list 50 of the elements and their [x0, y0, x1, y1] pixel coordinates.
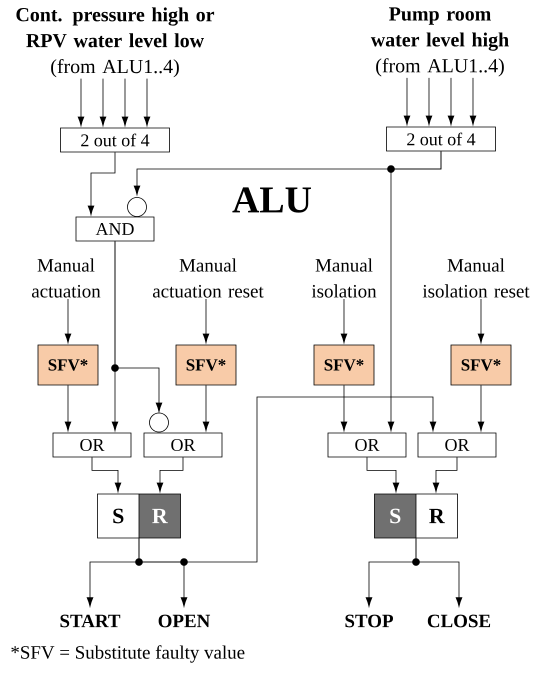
arrow: [114, 241, 162, 412]
manual-input-label: Manual isolation reset: [422, 258, 530, 298]
manual-input-label: Manual isolation: [312, 258, 376, 298]
arrow: [144, 78, 150, 126]
arrow: [340, 385, 348, 432]
output-label: CLOSE: [428, 614, 490, 628]
arrow: [478, 298, 484, 344]
output-label: START: [60, 614, 120, 628]
logic-gate-box: 2 out of 4: [386, 126, 496, 152]
arrow: [202, 298, 210, 344]
logic-gate-box: OR: [418, 432, 496, 458]
arrow: [470, 78, 476, 126]
arrow: [388, 151, 442, 432]
arrow: [100, 78, 106, 126]
arrow: [416, 538, 462, 607]
arrow: [92, 457, 122, 492]
sfv-box: SFV*: [450, 344, 512, 386]
latch-box: S R: [374, 494, 458, 538]
manual-input-label: Manual actuation reset: [152, 258, 264, 298]
logic-gate-box: AND: [76, 216, 154, 242]
latch-box: S R: [97, 494, 181, 538]
logic-gate-box: OR: [144, 432, 222, 458]
arrow: [122, 78, 128, 126]
diagram-title: ALU: [232, 187, 311, 213]
arrow: [426, 78, 432, 126]
arrow: [64, 385, 72, 432]
arrow: [448, 78, 454, 126]
sfv-box: SFV*: [38, 344, 98, 386]
arrow: [64, 298, 72, 344]
sfv-box: SFV*: [314, 344, 374, 386]
logic-gate-box: OR: [328, 432, 406, 458]
footnote: *SFV = Substitute faulty value: [11, 645, 244, 663]
arrow: [88, 152, 116, 216]
logic-gate-box: OR: [52, 432, 132, 458]
sfv-box: SFV*: [176, 344, 236, 386]
arrow: [340, 298, 348, 344]
arrow: [156, 457, 184, 492]
arrow: [366, 457, 400, 492]
input-signal-label: Pump room water level high (from ALU1..4): [370, 7, 509, 76]
arrow: [78, 78, 84, 126]
arrow: [432, 457, 458, 492]
arrow: [202, 385, 210, 432]
input-signal-label: Cont. pressure high or RPV water level low (from ALU1..4): [16, 7, 214, 78]
logic-gate-box: 2 out of 4: [60, 128, 170, 152]
output-label: OPEN: [158, 614, 210, 628]
arrow: [404, 78, 410, 126]
output-label: STOP: [345, 614, 393, 628]
arrow: [478, 385, 484, 432]
manual-input-label: Manual actuation: [32, 258, 100, 298]
arrow: [138, 396, 436, 562]
